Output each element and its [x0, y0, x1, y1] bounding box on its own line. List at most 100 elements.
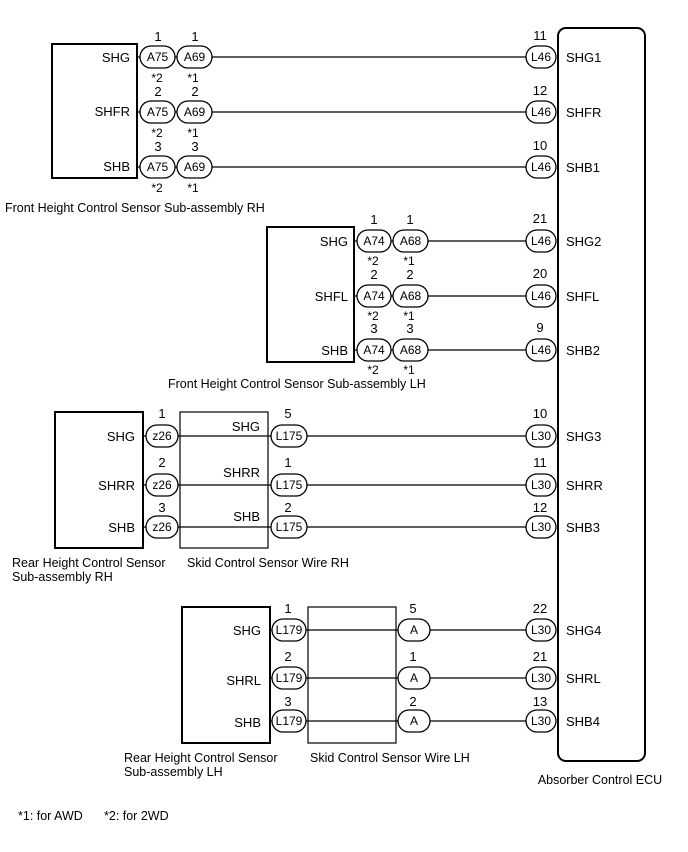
connector-oval [176, 45, 213, 69]
connector-oval [397, 618, 431, 642]
connector-code: L30 [531, 671, 551, 685]
connector-code: z26 [152, 520, 172, 534]
connector-oval [176, 155, 213, 179]
ecu-caption: Absorber Control ECU [538, 773, 662, 787]
connector-code: L30 [531, 520, 551, 534]
note-marker: *2 [151, 126, 163, 140]
pin-number: 5 [409, 601, 416, 616]
connector-oval [525, 338, 557, 362]
ecu-terminal-1: 11 L46 SHG1 [525, 28, 601, 69]
pin-number: 2 [191, 84, 198, 99]
ecu-terminal-label: SHG3 [566, 429, 601, 444]
ecu-terminal-10: 22 L30 SHG4 [525, 601, 601, 642]
terminal-label: SHG [102, 50, 130, 65]
ecu-terminal-9: 12 L30 SHB3 [525, 500, 600, 539]
front-rh-sensor-box [51, 43, 138, 179]
connector-code: A [410, 714, 418, 728]
connector-code: A75 [147, 160, 169, 174]
pin-number: 1 [409, 649, 416, 664]
pin-number: 13 [533, 694, 547, 709]
pin-number: 3 [370, 321, 377, 336]
connector-oval [397, 709, 431, 733]
ecu-terminal-11: 21 L30 SHRL [525, 649, 601, 690]
connector-code: A68 [400, 234, 422, 248]
connector-oval [271, 618, 307, 642]
connector-code: z26 [152, 478, 172, 492]
connector-code: A68 [400, 289, 422, 303]
terminal-label: SHB [108, 520, 135, 535]
terminal-label: SHG [107, 429, 135, 444]
pin-number: 1 [370, 212, 377, 227]
front-lh-row-2: SHFL 2 A74 *2 2 A68 *1 [315, 267, 526, 323]
pin-number: 11 [533, 455, 547, 470]
ecu-terminal-label: SHG1 [566, 50, 601, 65]
rear-lh-row-3: SHB 3 L179 2 A [234, 694, 526, 733]
connector-oval [270, 424, 308, 448]
pin-number: 2 [409, 694, 416, 709]
connector-oval [525, 424, 557, 448]
connector-oval [392, 229, 429, 253]
rear-rh-caption-2: Sub-assembly RH [12, 570, 113, 584]
connector-oval [525, 666, 557, 690]
connector-oval [139, 100, 176, 124]
front-lh-row-1: SHG 1 A74 *2 1 A68 *1 [320, 212, 526, 268]
note-marker: *2 [367, 363, 379, 377]
rear-rh-caption-1: Rear Height Control Sensor [12, 556, 166, 570]
connector-oval [525, 284, 557, 308]
pin-number: 10 [533, 138, 547, 153]
note-marker: *1 [403, 254, 415, 268]
connector-oval [270, 515, 308, 539]
connector-code: A69 [184, 105, 206, 119]
terminal-label: SHG [233, 623, 261, 638]
connector-code: L30 [531, 478, 551, 492]
terminal-label: SHB [321, 343, 348, 358]
note-marker: *1 [187, 71, 199, 85]
connector-code: L175 [276, 520, 303, 534]
pin-number: 3 [158, 500, 165, 515]
note-marker: *1 [403, 309, 415, 323]
connector-oval [525, 709, 557, 733]
legend-note-1: *1: for AWD [18, 809, 83, 823]
connector-code: A74 [363, 234, 385, 248]
pin-number: 3 [191, 139, 198, 154]
pin-number: 2 [158, 455, 165, 470]
pin-number: 1 [284, 455, 291, 470]
connector-oval [270, 473, 308, 497]
rear-lh-row-2: SHRL 2 L179 1 A [226, 649, 526, 690]
ecu-terminal-2: 12 L46 SHFR [525, 83, 601, 124]
pin-number: 10 [533, 406, 547, 421]
rear-rh-sensor-box [54, 411, 144, 549]
ecu-terminal-label: SHRL [566, 671, 601, 686]
pin-number: 9 [536, 320, 543, 335]
connector-oval [525, 229, 557, 253]
terminal-label: SHRL [226, 673, 261, 688]
connector-code: A75 [147, 105, 169, 119]
connector-code: A [410, 671, 418, 685]
connector-code: L46 [531, 105, 551, 119]
connector-oval [525, 155, 557, 179]
connector-oval [145, 473, 179, 497]
connector-code: L30 [531, 714, 551, 728]
ecu-terminal-label: SHFR [566, 105, 601, 120]
ecu-terminal-label: SHB3 [566, 520, 600, 535]
connector-oval [392, 338, 429, 362]
wire-terminal-label: SHRR [223, 465, 260, 480]
pin-number: 11 [533, 28, 547, 43]
connector-code: A74 [363, 343, 385, 357]
ecu-terminal-label: SHG2 [566, 234, 601, 249]
connector-oval [525, 618, 557, 642]
front-rh-caption: Front Height Control Sensor Sub-assembly… [5, 201, 265, 215]
connector-oval [525, 473, 557, 497]
legend-note-2: *2: for 2WD [104, 809, 169, 823]
wire-terminal-label: SHB [233, 509, 260, 524]
connector-code: L175 [276, 429, 303, 443]
rear-lh-row-1: SHG 1 L179 5 A [233, 601, 526, 642]
pin-number: 21 [533, 211, 547, 226]
connector-code: L46 [531, 234, 551, 248]
front-rh-row-2: SHFR 2 A75 *2 2 A69 *1 [95, 84, 526, 140]
wire-terminal-label: SHG [232, 419, 260, 434]
connector-code: A68 [400, 343, 422, 357]
rear-lh-sensor-box [181, 606, 271, 744]
connector-oval [139, 45, 176, 69]
